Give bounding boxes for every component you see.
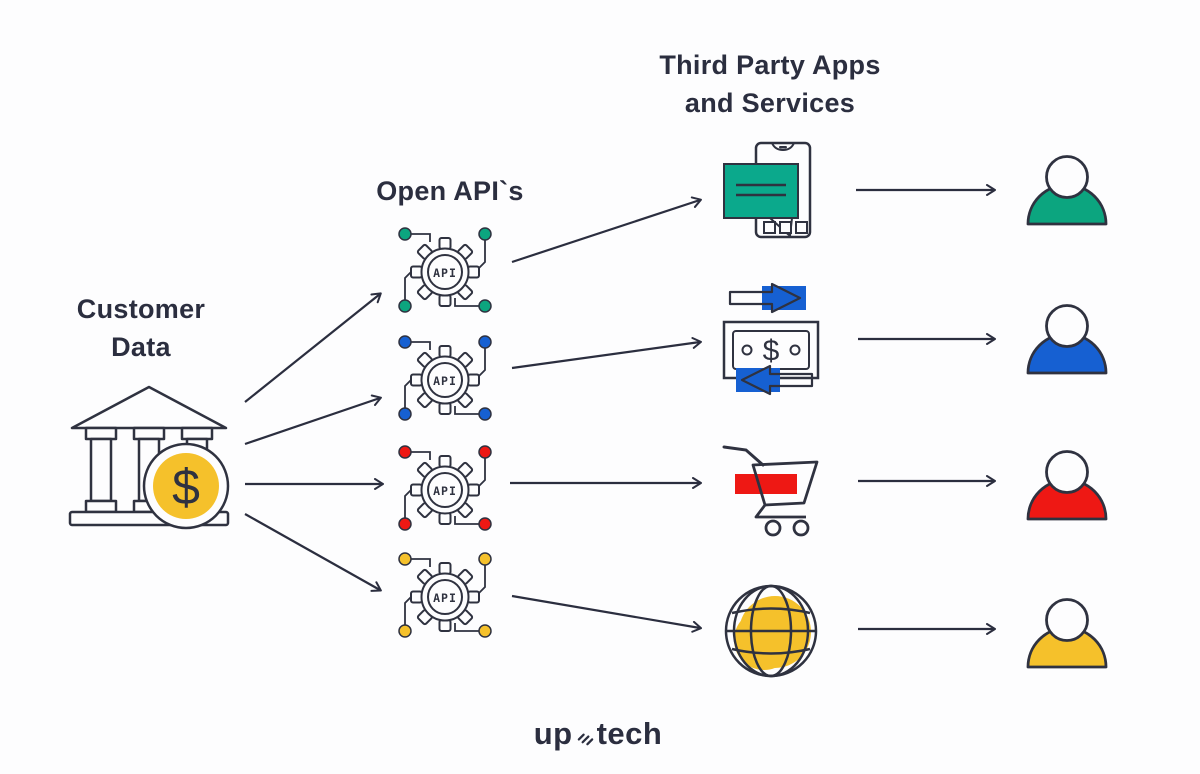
cart-wheel	[792, 519, 810, 537]
cart-wheel	[764, 519, 782, 537]
customer-data-title-line1: Customer	[76, 294, 206, 324]
banknote-dollar-sign: $	[763, 335, 780, 368]
customer-data-title: Customer Data	[30, 290, 252, 366]
uptech-logo-tech: tech	[596, 716, 663, 751]
user-icon-yellow	[1026, 598, 1108, 669]
api-icon-blue: API	[398, 335, 492, 421]
arrow-api-to-app-2	[511, 337, 702, 370]
mobile-chat-app-icon	[723, 141, 812, 239]
api-label: API	[433, 266, 457, 280]
arrow-bank-to-api-2	[244, 394, 382, 446]
money-transfer-app-icon: $	[722, 282, 820, 396]
api-label: API	[433, 591, 457, 605]
api-icon-red: API	[398, 445, 492, 531]
open-apis-title: Open API`s	[376, 176, 524, 206]
bank-icon: $	[68, 385, 230, 530]
chat-bubble	[723, 163, 799, 219]
third-party-title-line2: and Services	[684, 88, 856, 118]
user-icon-blue	[1026, 304, 1108, 375]
api-label: API	[433, 484, 457, 498]
coin-fill	[153, 453, 219, 519]
cart-stripe	[735, 474, 797, 494]
api-label: API	[433, 374, 457, 388]
arrow-api-to-app-1	[511, 196, 702, 264]
third-party-title-line1: Third Party Apps	[659, 50, 881, 80]
api-icon-yellow: API	[398, 552, 492, 638]
arrow-bank-to-api-1	[244, 292, 382, 403]
globe-app-icon	[724, 584, 818, 678]
arrow-bank-to-api-4	[244, 513, 382, 592]
uptech-logo: up tech	[498, 716, 698, 752]
uptech-logo-up: up	[533, 716, 573, 751]
uptech-logo-swirl-icon	[577, 733, 593, 745]
third-party-title: Third Party Apps and Services	[570, 46, 970, 122]
api-icon-green: API	[398, 227, 492, 313]
cart-basket	[751, 460, 819, 507]
coin-dollar-sign: $	[172, 459, 200, 515]
transfer-arrow-right	[728, 282, 802, 314]
user-icon-green	[1026, 155, 1108, 226]
customer-data-title-line2: Data	[111, 332, 171, 362]
arrow-api-to-app-4	[511, 594, 702, 633]
transfer-arrow-left	[740, 364, 814, 396]
shopping-cart-app-icon	[722, 445, 819, 537]
user-icon-red	[1026, 450, 1108, 521]
